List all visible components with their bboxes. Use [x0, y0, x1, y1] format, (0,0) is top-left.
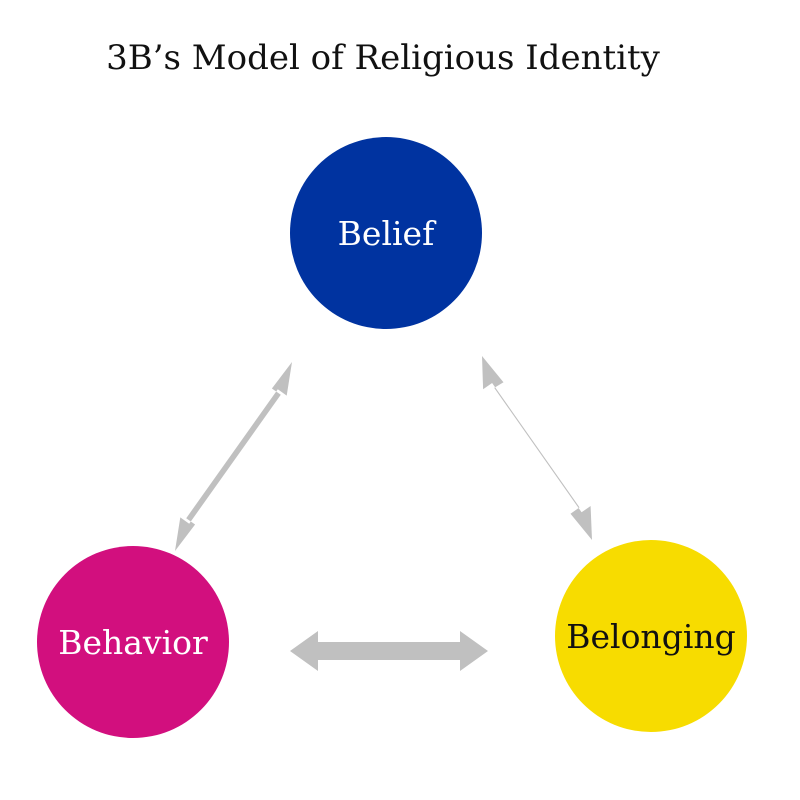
node-belief: Belief — [290, 137, 482, 329]
arrow-belief-behavior — [175, 362, 292, 551]
node-belonging-label: Belonging — [566, 616, 736, 656]
node-behavior-label: Behavior — [58, 622, 208, 662]
arrow-belief-belonging — [482, 356, 592, 540]
diagram-title: 3B’s Model of Religious Identity — [106, 38, 660, 78]
node-behavior: Behavior — [37, 546, 229, 738]
node-belief-label: Belief — [337, 213, 435, 253]
arrow-behavior-belonging — [290, 631, 488, 671]
node-belonging: Belonging — [555, 540, 747, 732]
